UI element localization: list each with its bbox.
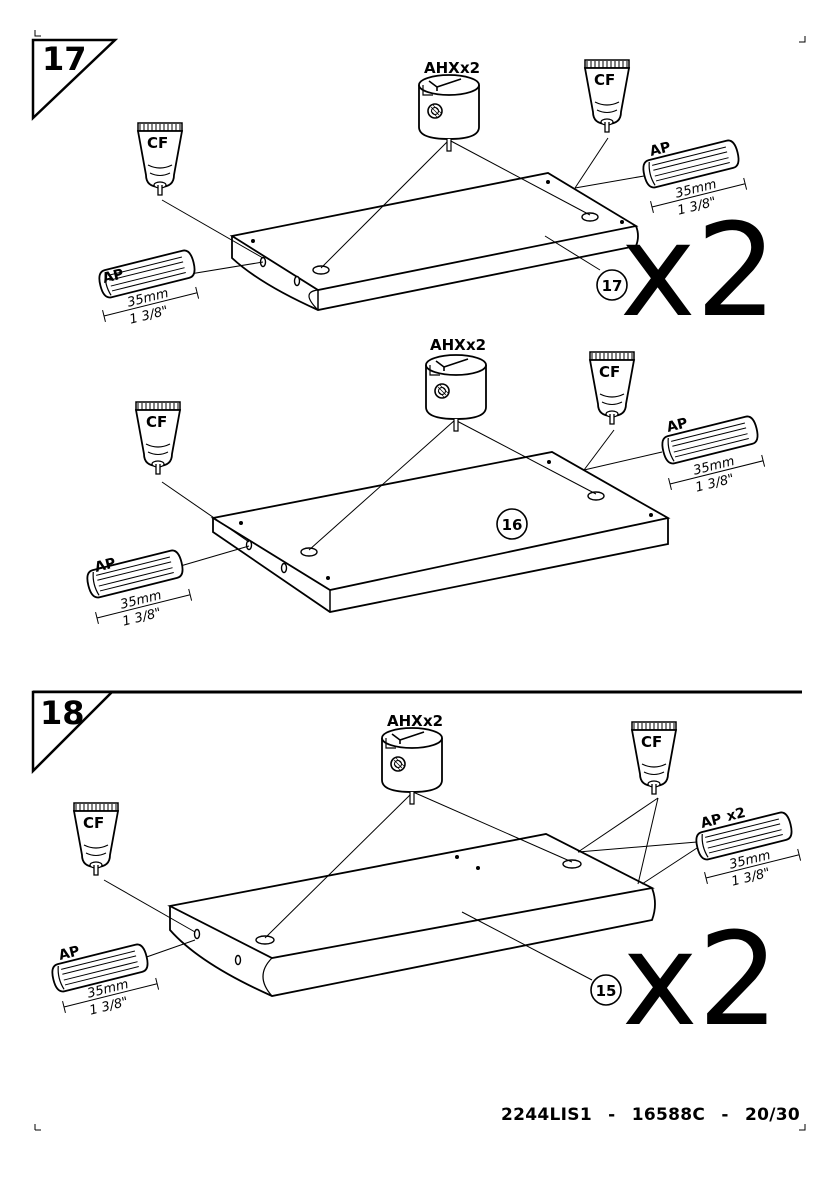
glue-label: CF	[599, 363, 620, 381]
glue-label: CF	[83, 814, 104, 832]
quantity-multiplier: x2	[622, 906, 779, 1055]
panel-15	[170, 834, 655, 996]
step-17-badge: 17	[33, 40, 115, 118]
cam-lock-qty: x2	[466, 336, 486, 354]
svg-text:16: 16	[502, 516, 523, 534]
cam-lock-label: AHX	[430, 336, 466, 354]
page-footer: 2244LIS1 - 16588C - 20/30	[501, 1105, 800, 1125]
quantity-multiplier: x2	[620, 197, 777, 346]
cam-lock-qty: x2	[423, 712, 443, 730]
glue-label: CF	[641, 733, 662, 751]
step-18-badge: 18	[33, 692, 112, 771]
cam-lock-icon	[382, 728, 442, 804]
page-number: 20/30	[745, 1105, 800, 1125]
reference-code: 16588C	[632, 1105, 705, 1125]
glue-label: CF	[146, 413, 167, 431]
cam-lock-qty: x2	[460, 59, 480, 77]
glue-label: CF	[147, 134, 168, 152]
cam-lock-label: AHX	[424, 59, 460, 77]
part-number-callout: 16	[497, 509, 527, 539]
svg-text:15: 15	[596, 982, 617, 1000]
cam-lock-icon	[426, 355, 486, 431]
glue-label: CF	[594, 71, 615, 89]
footer-separator: -	[608, 1105, 615, 1125]
step-number: 18	[40, 694, 85, 732]
cam-lock-label: AHX	[387, 712, 423, 730]
panel-16	[213, 452, 668, 612]
footer-separator: -	[721, 1105, 728, 1125]
step-number: 17	[42, 40, 87, 78]
cam-lock-icon	[419, 75, 479, 151]
document-code: 2244LIS1	[501, 1105, 592, 1125]
panel-17	[232, 173, 638, 310]
part-number-callout: 15	[591, 975, 621, 1005]
